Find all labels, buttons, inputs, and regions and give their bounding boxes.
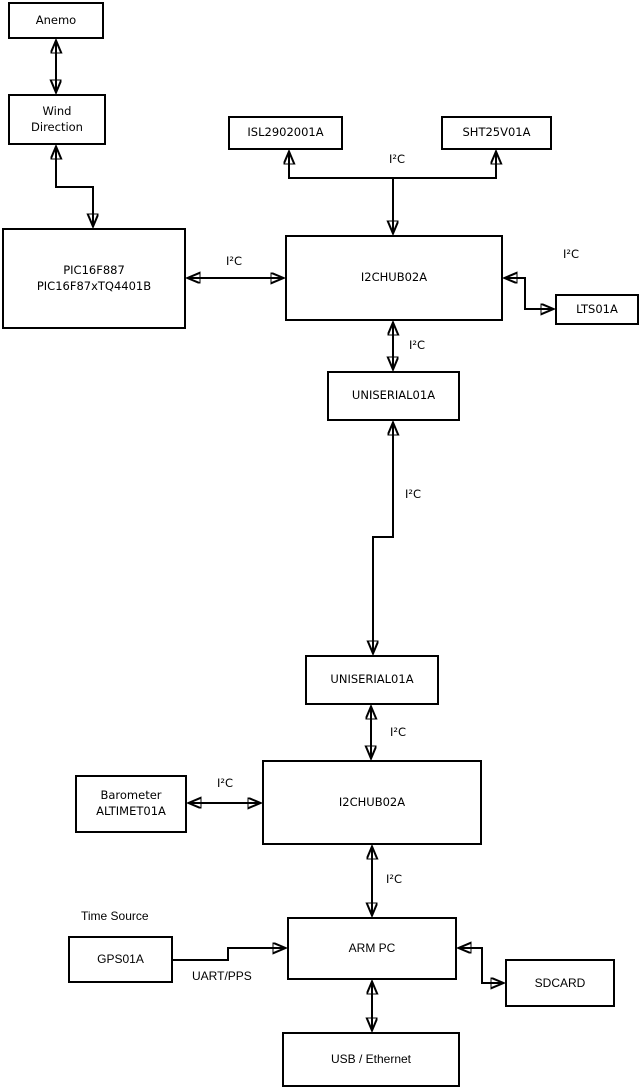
i2c-label-hub1-uniserial1: I²C xyxy=(409,338,426,352)
node-arm-pc-label: ARM PC xyxy=(348,941,396,956)
node-usb-ethernet-label: USB / Ethernet xyxy=(330,1052,412,1067)
node-uniserial01a-1-label: UNISERIAL01A xyxy=(351,388,436,403)
node-sdcard-label: SDCARD xyxy=(534,975,586,990)
connector-armpc-sdcard xyxy=(459,948,503,983)
node-wind-direction: Wind Direction xyxy=(8,94,106,145)
node-anemo-label: Anemo xyxy=(35,12,77,27)
node-barometer-line2: ALTIMET01A xyxy=(96,804,166,818)
connector-gps-armpc xyxy=(173,948,285,961)
node-isl2902001a: ISL2902001A xyxy=(228,116,343,150)
node-wind-direction-line2: Direction xyxy=(31,119,83,134)
node-anemo: Anemo xyxy=(8,2,104,39)
node-i2chub02a-2-label: I2CHUB02A xyxy=(338,794,406,809)
node-i2chub02a-2: I2CHUB02A xyxy=(262,760,482,845)
node-lts01a-label: LTS01A xyxy=(576,301,618,316)
node-sht25v01a-label: SHT25V01A xyxy=(462,125,531,140)
node-isl2902001a-label: ISL2902001A xyxy=(247,125,324,140)
i2c-label-uniserial1-uniserial2: I²C xyxy=(405,487,422,501)
i2c-label-hub1-lts: I²C xyxy=(563,247,580,261)
connector-wind-pic xyxy=(56,147,93,226)
i2c-label-isl-sht: I²C xyxy=(389,152,406,166)
node-arm-pc: ARM PC xyxy=(287,917,457,980)
node-sht25v01a: SHT25V01A xyxy=(441,116,552,150)
uart-pps-label: UART/PPS xyxy=(192,969,252,983)
node-gps01a: GPS01A xyxy=(68,936,173,983)
node-i2chub02a-1: I2CHUB02A xyxy=(285,235,503,321)
node-gps01a-label: GPS01A xyxy=(97,952,144,967)
node-pic16f887-line1: PIC16F887 xyxy=(63,262,125,277)
node-uniserial01a-2: UNISERIAL01A xyxy=(305,655,439,705)
i2c-label-pic-hub1: I²C xyxy=(226,254,243,268)
i2c-label-uniserial2-hub2: I²C xyxy=(390,725,407,739)
node-sdcard: SDCARD xyxy=(505,959,615,1007)
connector-uniserial1-uniserial2 xyxy=(373,423,393,653)
node-pic16f887-line2: PIC16F87xTQ4401B xyxy=(36,278,152,293)
node-i2chub02a-1-label: I2CHUB02A xyxy=(360,270,428,285)
node-barometer-line1: Barometer xyxy=(100,788,162,803)
i2c-label-barometer-hub2: I²C xyxy=(217,776,234,790)
connector-hub1-lts xyxy=(505,278,553,309)
i2c-label-hub2-armpc: I²C xyxy=(386,872,403,886)
node-lts01a: LTS01A xyxy=(555,294,639,325)
node-uniserial01a-1: UNISERIAL01A xyxy=(327,371,460,421)
node-uniserial01a-2-label: UNISERIAL01A xyxy=(330,672,414,687)
node-pic16f887: PIC16F887 PIC16F87xTQ4401B xyxy=(2,228,186,329)
node-barometer-altimet01a: Barometer ALTIMET01A xyxy=(75,775,187,833)
node-wind-direction-line1: Wind xyxy=(42,103,72,118)
time-source-label: Time Source xyxy=(81,909,149,923)
node-usb-ethernet: USB / Ethernet xyxy=(282,1032,460,1087)
